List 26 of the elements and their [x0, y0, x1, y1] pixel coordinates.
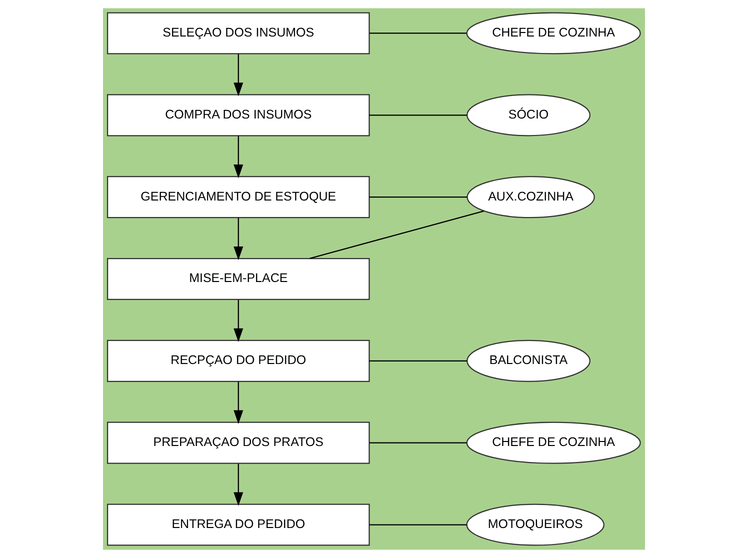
node-ellipse: MOTOQUEIROS — [466, 504, 604, 546]
arrow — [233, 218, 243, 260]
node-box: COMPRA DOS INSUMOS — [106, 94, 370, 136]
arrow — [233, 464, 243, 506]
connector — [369, 32, 466, 34]
node-ellipse: CHEFE DE COZINHA — [466, 12, 640, 54]
connector — [368, 196, 467, 198]
arrow — [233, 54, 243, 96]
arrow — [233, 382, 243, 424]
node-box: RECPÇAO DO PEDIDO — [106, 340, 370, 382]
connector — [369, 442, 466, 444]
node-box: ENTREGA DO PEDIDO — [106, 504, 370, 546]
node-box: MISE-EM-PLACE — [106, 258, 370, 300]
node-ellipse: BALCONISTA — [466, 340, 590, 382]
node-box: GERENCIAMENTO DE ESTOQUE — [106, 176, 370, 218]
connector — [368, 114, 466, 116]
node-ellipse: CHEFE DE COZINHA — [466, 422, 640, 464]
connector — [368, 360, 466, 362]
node-box: PREPARAÇAO DOS PRATOS — [106, 422, 370, 464]
node-ellipse: AUX.COZINHA — [466, 176, 594, 218]
node-box: SELEÇAO DOS INSUMOS — [106, 12, 370, 54]
arrow — [233, 300, 243, 342]
arrow — [233, 136, 243, 178]
connector — [309, 210, 484, 259]
connector — [368, 524, 466, 526]
node-ellipse: SÓCIO — [466, 94, 590, 136]
